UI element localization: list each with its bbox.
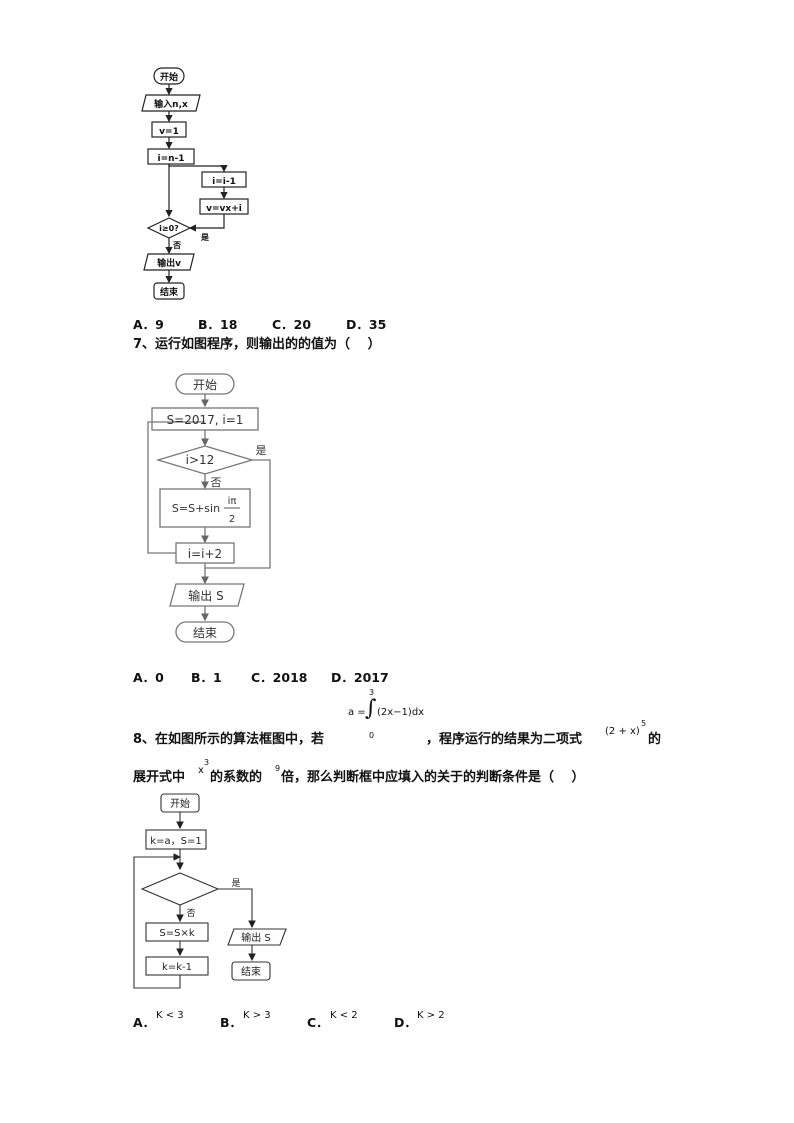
output-parallelogram [169, 583, 245, 607]
frac-den: 2 [229, 514, 235, 525]
cond-label: i≥0? [159, 224, 179, 233]
end-label: 结束 [241, 965, 261, 978]
flowchart-q6: 开始 输入n,x v=1 i=n-1 i=i-1 v=vx+i i≥0? 是 否… [141, 67, 249, 300]
step-i-label: i=i-1 [212, 177, 236, 187]
q8-option-c-letter: C． [307, 1015, 329, 1030]
no-label: 否 [172, 241, 181, 250]
flowchart-q7: 开始 S=2017, i=1 i>12 是 否 S=S+sin iπ 2 i=i… [147, 373, 271, 643]
init-label: S=2017, i=1 [167, 413, 244, 427]
q6-option-a: A．9 [133, 317, 164, 332]
step-v-label: v=vx+i [206, 204, 242, 214]
yes-label: 是 [200, 232, 209, 242]
integral-sign: ∫ [365, 696, 377, 721]
q8-option-a-cond: K < 3 [156, 1010, 184, 1021]
output-parallelogram [227, 928, 287, 946]
inc-label: i=i+2 [188, 547, 222, 561]
binomial: (2 + x) [605, 726, 640, 737]
output-label: 输出 S [241, 931, 271, 944]
q7-option-c: C．2018 [251, 670, 308, 685]
output-parallelogram [143, 253, 195, 271]
q8-line2-a: 展开式中 [133, 770, 186, 785]
init-box [145, 829, 207, 850]
q6-option-c: C．20 [272, 317, 312, 332]
q8-line1-b: ，程序运行的结果为二项式 [426, 732, 583, 747]
decision-diamond [140, 872, 220, 906]
no-label: 否 [211, 476, 222, 489]
end-terminal [153, 282, 185, 300]
start-label: 开始 [193, 378, 217, 392]
start-label: 开始 [160, 71, 178, 83]
q6-option-d: D．35 [346, 317, 387, 332]
q8-line1-c: 的 [648, 732, 662, 747]
q7-option-d: D．2017 [331, 670, 389, 685]
no-label: 否 [186, 908, 195, 919]
q8-option-b-letter: B． [220, 1015, 243, 1030]
q8-line1-a: 8、在如图所示的算法框图中，若 [133, 732, 325, 747]
end-terminal [231, 961, 271, 981]
q8-option-d-cond: K > 2 [417, 1010, 445, 1021]
q7-question: 7、运行如图程序，则输出的的值为（ ） [133, 337, 381, 352]
q8-option-a-letter: A． [133, 1015, 156, 1030]
q8-option-d-letter: D． [394, 1015, 417, 1030]
q7-option-a: A．0 [133, 670, 164, 685]
q8-line2-b: 的系数的 [210, 770, 263, 785]
end-label: 结束 [193, 626, 217, 640]
nine: 9 [275, 764, 281, 773]
dec-label: k=k-1 [162, 962, 192, 973]
loop-back-line [147, 421, 205, 554]
integral-lhs: a = [348, 707, 366, 718]
mult-label: S=S×k [159, 928, 194, 939]
cond-label: i>12 [186, 453, 215, 467]
init-label: k=a，S=1 [150, 836, 201, 847]
integral-lower: 0 [369, 731, 375, 740]
mult-box [145, 922, 209, 942]
init-i-label: i=n-1 [157, 154, 184, 164]
q8-option-c-cond: K < 2 [330, 1010, 358, 1021]
init-v-label: v=1 [159, 127, 179, 137]
flowchart-q8: 开始 k=a，S=1 是 否 S=S×k k=k-1 输出 S 结束 [133, 793, 287, 989]
integral-upper: 3 [369, 688, 375, 697]
input-label: 输入n,x [154, 98, 188, 110]
q6-option-b: B．18 [198, 317, 238, 332]
integrand: (2x−1)dx [377, 707, 425, 718]
loop-back-line [133, 853, 182, 989]
end-terminal [175, 621, 235, 643]
yes-label: 是 [256, 444, 267, 457]
yes-label: 是 [231, 878, 240, 889]
yes-branch-line [201, 459, 271, 585]
q7-option-b: B．1 [191, 670, 222, 685]
init-i-box [147, 148, 195, 165]
dec-box [145, 956, 209, 976]
start-label: 开始 [170, 797, 190, 810]
x3-exp: 3 [204, 758, 210, 767]
yes-branch-line [218, 888, 256, 929]
frac-num: iπ [228, 496, 237, 507]
q8-option-b-cond: K > 3 [243, 1010, 271, 1021]
x3-base: x [198, 765, 204, 776]
input-parallelogram [141, 94, 201, 112]
output-label: 输出v [157, 257, 181, 269]
end-label: 结束 [160, 286, 179, 298]
body-label: S=S+sin [172, 502, 220, 515]
output-label: 输出 S [188, 588, 223, 603]
binomial-exp: 5 [641, 719, 647, 728]
q8-line2-c: 倍，那么判断框中应填入的关于的判断条件是（ ） [281, 770, 585, 785]
